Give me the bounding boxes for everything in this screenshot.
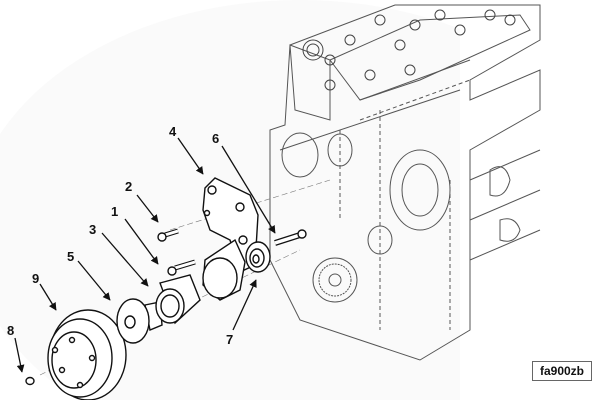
bearing-spacer-part [155, 274, 201, 325]
callout-6: 6 [212, 131, 220, 146]
callout-8: 8 [7, 323, 15, 338]
callout-9: 9 [32, 271, 40, 286]
idler-pulley-part [245, 241, 271, 273]
capscrew-1-part [167, 259, 196, 276]
fan-pulley-part [47, 309, 127, 400]
figure-id-label: fa900zb [532, 361, 592, 381]
bracket-part [202, 177, 259, 301]
callout-4: 4 [169, 124, 177, 139]
callout-1: 1 [111, 204, 119, 219]
capscrew-8-part [25, 376, 35, 386]
capscrew-6-part [274, 229, 307, 246]
capscrew-2-part [157, 228, 179, 242]
callout-3: 3 [89, 222, 97, 237]
leader-arrows [14, 137, 276, 373]
callout-7: 7 [226, 332, 234, 347]
engine-block [269, 4, 541, 361]
callout-2: 2 [125, 179, 133, 194]
callout-5: 5 [67, 249, 75, 264]
